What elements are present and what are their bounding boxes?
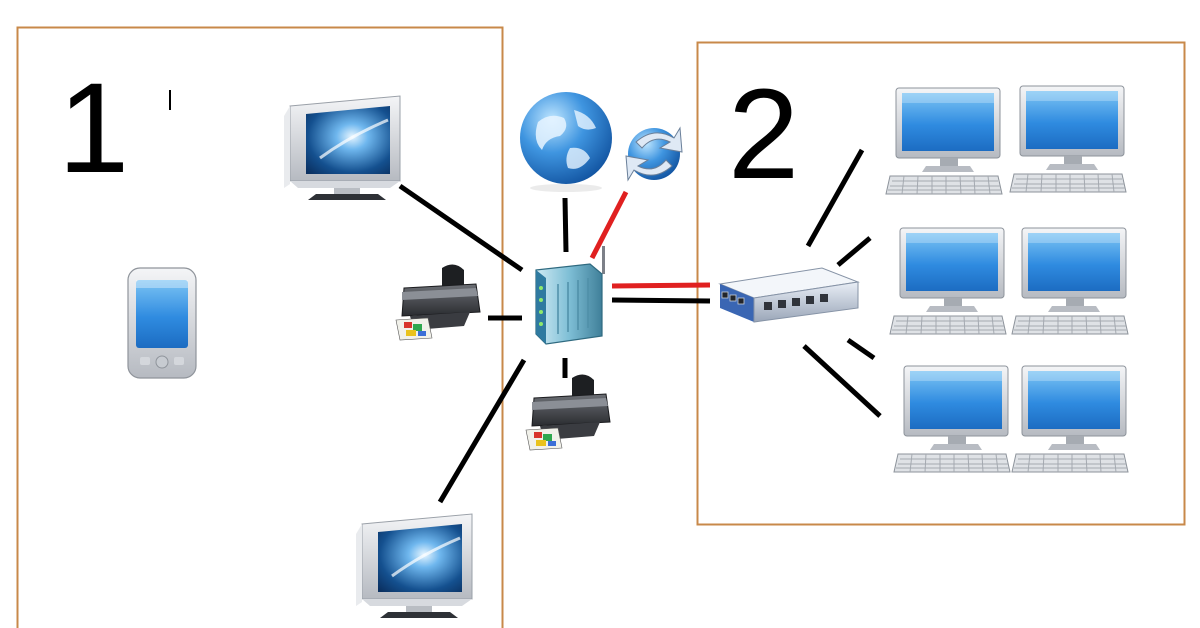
pda-icon[interactable] [127, 267, 197, 379]
desktop-computer-icon[interactable] [1011, 365, 1129, 473]
link-router-switch [611, 297, 711, 304]
zone-1-label: 1 [58, 57, 129, 200]
link-router-switch-internet[interactable] [611, 282, 711, 289]
internet-refresh-icon[interactable] [625, 126, 683, 182]
globe-icon[interactable] [520, 92, 612, 192]
desktop-computer-icon[interactable] [1011, 227, 1129, 335]
printer-icon[interactable] [395, 263, 481, 341]
desktop-computer-icon[interactable] [893, 365, 1011, 473]
desktop-computer-icon[interactable] [889, 227, 1007, 335]
monitor-icon[interactable] [354, 512, 474, 620]
zone-1-frame [16, 26, 504, 628]
link-switch-fan-3 [846, 337, 876, 361]
network-links [398, 148, 882, 504]
link-internet-router[interactable] [589, 190, 629, 260]
network-switch-icon[interactable] [718, 267, 860, 323]
link-globe-router [562, 197, 569, 253]
link-switch-fan-2 [836, 236, 872, 267]
link-switch-fan-1 [805, 148, 865, 248]
link-switch-fan-4 [802, 344, 882, 418]
zone-2-label: 2 [728, 63, 799, 206]
monitor-icon[interactable] [282, 94, 402, 202]
desktop-computer-icon[interactable] [1009, 85, 1127, 193]
router-icon[interactable] [535, 246, 605, 345]
link-bottom-monitor-router [437, 358, 527, 504]
printer-icon[interactable] [525, 373, 611, 451]
link-monitor-router [398, 183, 524, 273]
desktop-computer-icon[interactable] [885, 87, 1003, 195]
